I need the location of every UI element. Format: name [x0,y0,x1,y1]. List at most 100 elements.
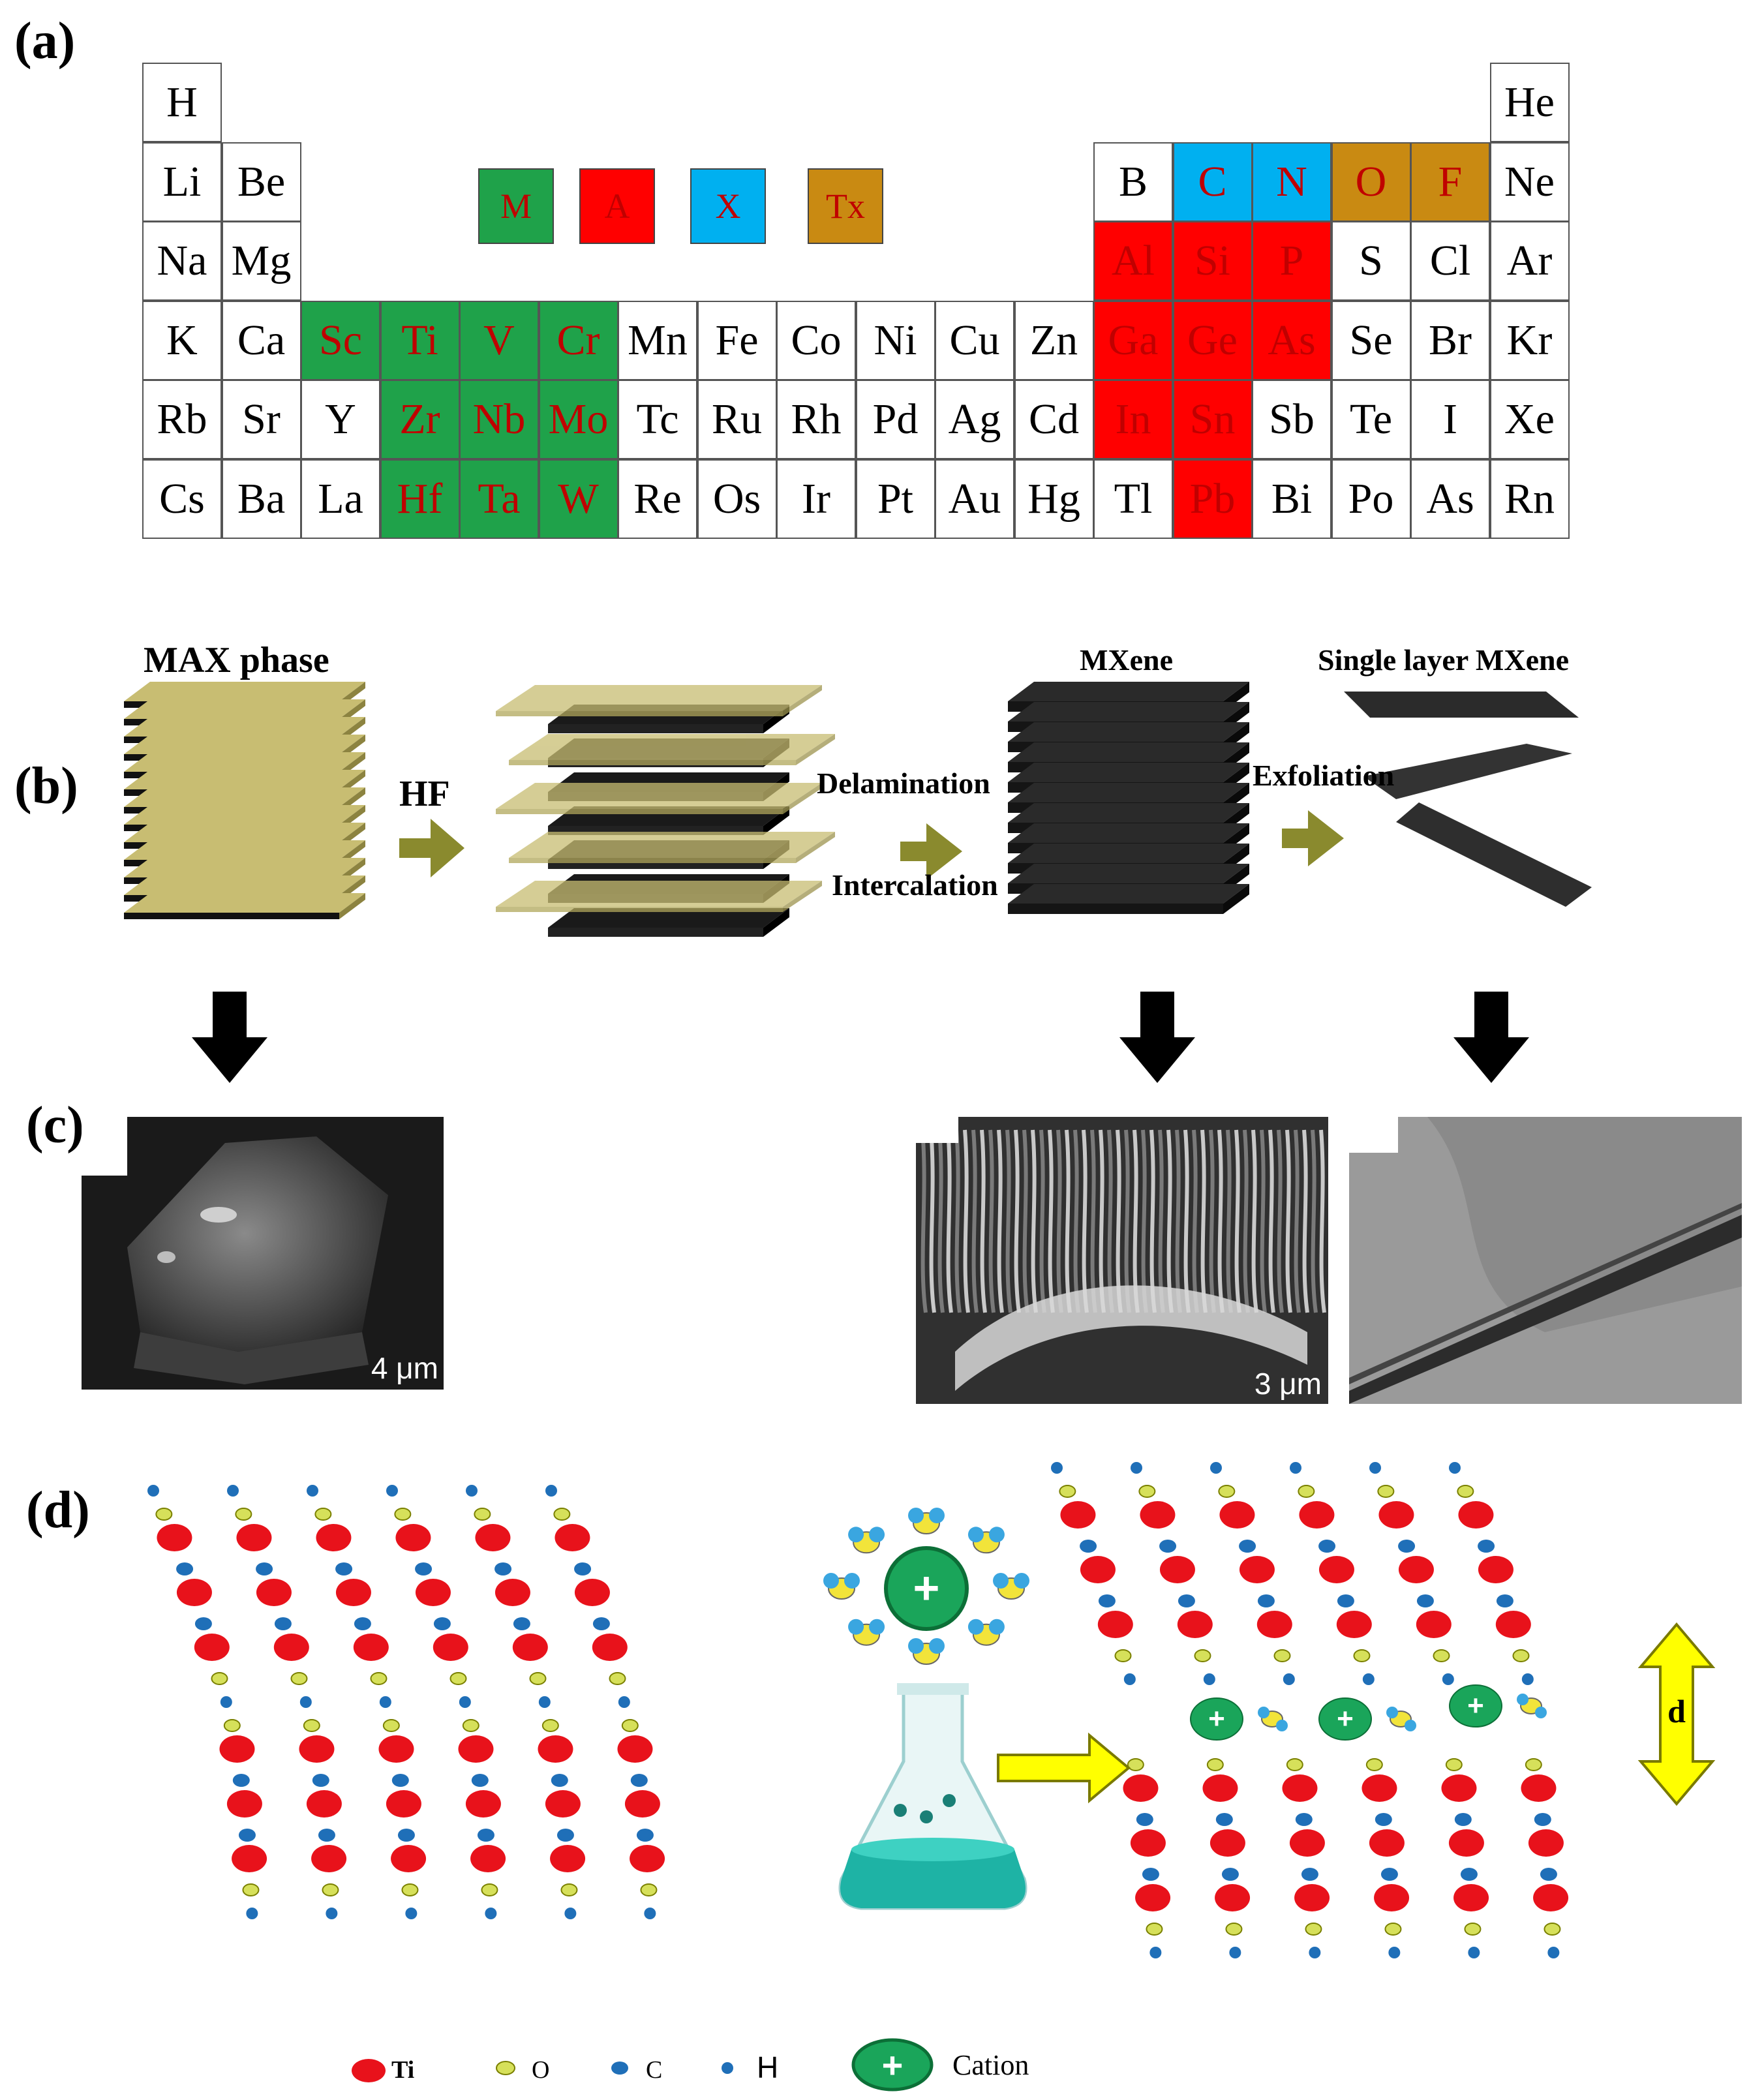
element-cell-se: Se [1331,300,1411,380]
water-molecules [823,1508,1029,1665]
element-cell-ru: Ru [697,380,777,459]
element-cell-na: Na [142,221,222,301]
element-cell-pb: Pb [1172,459,1253,539]
atom-key: Ti O C H + Cation [352,2038,1029,2092]
element-cell-s: S [1331,221,1411,301]
max-phase-stack [124,682,365,919]
panel-label-d: (d) [26,1482,90,1539]
single-layer-label: Single layer MXene [1318,643,1569,677]
element-cell-b: B [1093,142,1173,222]
element-cell-la: La [301,459,380,539]
element-cell-nb: Nb [459,380,539,459]
element-cell-ba: Ba [221,459,301,539]
intercalation-structure-diagram: + d +++ Ti O C H + Cation [147,1462,1716,2092]
element-cell-mo: Mo [538,380,618,459]
scale-bar-4um: 4 μm [371,1351,438,1385]
element-cell-zr: Zr [380,380,460,459]
tem-image-single-layer [1349,1117,1742,1404]
cation-plus: + [913,1562,940,1613]
down-arrow-max [192,992,267,1083]
element-cell-n: N [1252,142,1331,222]
element-cell-k: K [142,300,222,380]
intercalated-cations: + + + [1190,1684,1547,1741]
element-cell-tl: Tl [1093,459,1173,539]
svg-text:+: + [1467,1690,1484,1722]
legend-x: X [690,168,766,244]
element-cell-be: Be [221,142,301,222]
hf-label: HF [399,774,450,814]
max-phase-label: MAX phase [144,640,329,680]
element-cell-co: Co [776,300,856,380]
scale-bar-3um: 3 μm [1254,1367,1322,1401]
legend-a: A [579,168,655,244]
element-cell-re: Re [618,459,697,539]
element-cell-sn: Sn [1172,380,1253,459]
element-cell-sc: Sc [301,300,380,380]
element-cell-mg: Mg [221,221,301,301]
element-cell-al: Al [1093,221,1173,301]
element-cell-te: Te [1331,380,1411,459]
element-cell-br: Br [1410,300,1490,380]
element-cell-ta: Ta [459,459,539,539]
ti3c2-lattice-intercalated [1051,1462,1569,1958]
element-cell-tc: Tc [618,380,697,459]
element-cell-ir: Ir [776,459,856,539]
element-cell-li: Li [142,142,222,222]
element-cell-fe: Fe [697,300,777,380]
sem-image-mxene: 3 μm [916,1117,1328,1404]
element-cell-zn: Zn [1014,300,1094,380]
element-cell-h: H [142,63,222,142]
exfoliation-arrow [1282,810,1344,866]
element-cell-pd: Pd [855,380,935,459]
element-cell-v: V [459,300,539,380]
sem-image-max-phase: 4 μm [82,1117,444,1390]
element-cell-as: As [1410,459,1490,539]
down-arrow-mxene [1119,992,1195,1083]
ti3c2-lattice-left [147,1485,665,1919]
hydrated-cation: + [884,1546,969,1631]
element-cell-mn: Mn [618,300,697,380]
svg-text:+: + [1208,1703,1225,1735]
element-cell-rh: Rh [776,380,856,459]
element-cell-ne: Ne [1489,142,1570,222]
element-cell-xe: Xe [1489,380,1570,459]
element-cell-cs: Cs [142,459,222,539]
panel-label-b: (b) [14,757,78,815]
flask-icon [838,1683,1027,1910]
element-cell-rb: Rb [142,380,222,459]
element-cell-in: In [1093,380,1173,459]
element-cell-ti: Ti [380,300,460,380]
element-cell-c: C [1172,142,1253,222]
key-cation-plus: + [882,2045,904,2086]
element-cell-ge: Ge [1172,300,1253,380]
element-cell-ga: Ga [1093,300,1173,380]
element-cell-ag: Ag [935,380,1014,459]
legend-m: M [478,168,554,244]
key-cation: Cation [952,2049,1029,2081]
element-cell-he: He [1489,63,1570,142]
element-cell-cl: Cl [1410,221,1490,301]
element-cell-cu: Cu [935,300,1014,380]
element-cell-rn: Rn [1489,459,1570,539]
down-arrows [192,992,1529,1083]
d-spacing-arrow [1637,1622,1716,1806]
element-cell-hg: Hg [1014,459,1094,539]
element-cell-sb: Sb [1252,380,1331,459]
legend-tx: Tx [808,168,883,244]
element-cell-kr: Kr [1489,300,1570,380]
element-cell-hf: Hf [380,459,460,539]
element-cell-os: Os [697,459,777,539]
key-h: H [757,2050,778,2084]
mxene-label: MXene [1080,643,1174,677]
key-c: C [646,2056,662,2084]
element-cell-bi: Bi [1252,459,1331,539]
synthesis-schematic [124,682,1592,937]
key-o: O [532,2056,549,2084]
element-cell-p: P [1252,221,1331,301]
svg-text:+: + [1337,1703,1354,1735]
delamination-arrow [900,823,962,879]
hf-arrow [399,819,464,877]
key-ti: Ti [391,2056,414,2084]
exfoliation-label: Exfoliation [1253,759,1395,792]
element-cell-cr: Cr [538,300,618,380]
